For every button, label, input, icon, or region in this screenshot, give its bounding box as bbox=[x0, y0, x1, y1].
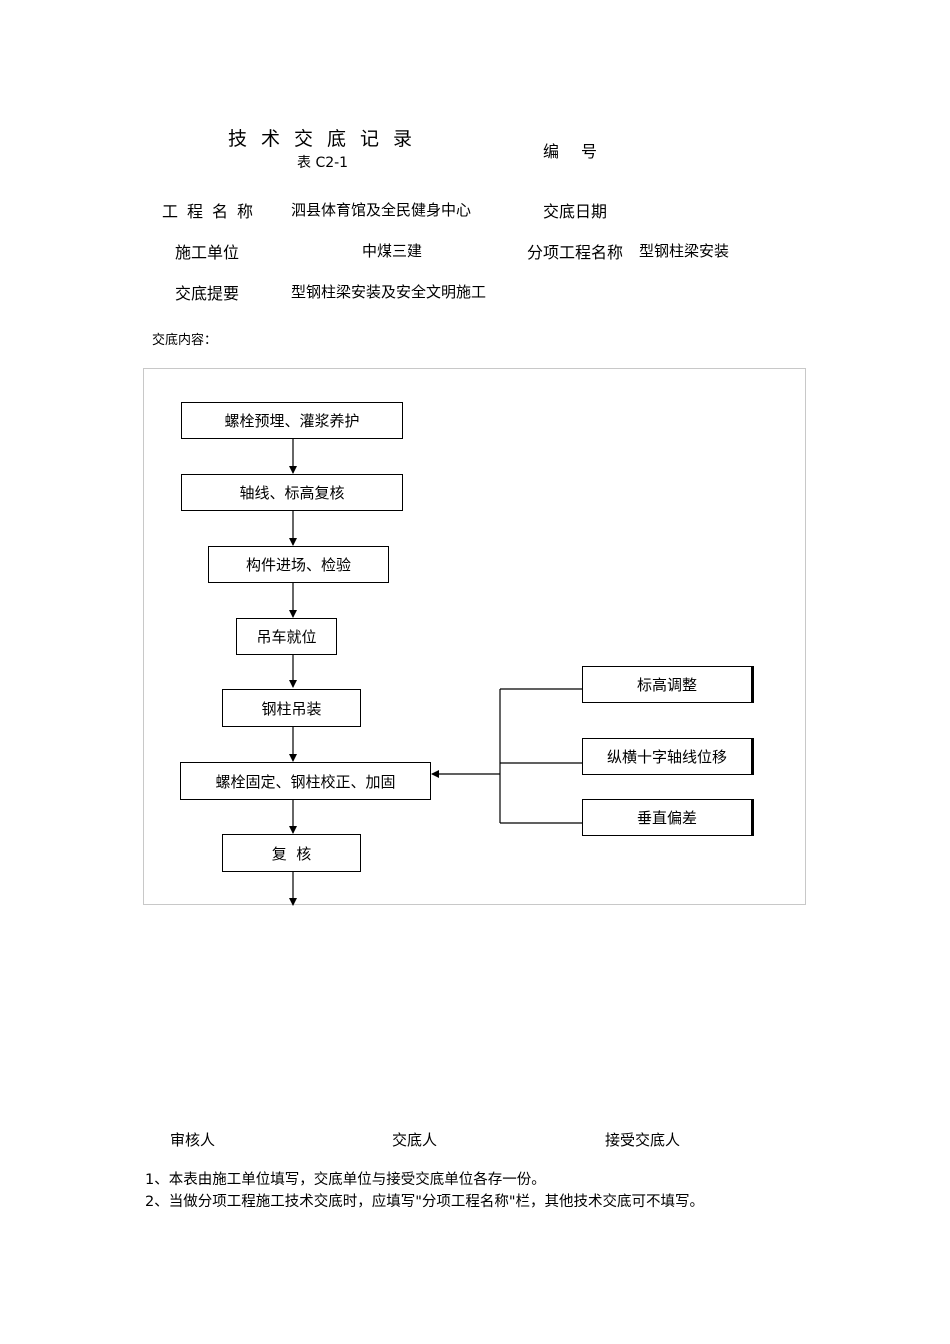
flow-step-label: 螺栓预埋、灌浆养护 bbox=[224, 412, 360, 430]
document-title: 技术交底记录 bbox=[228, 128, 427, 150]
flowchart-frame: 螺栓预埋、灌浆养护 轴线、标高复核 构件进场、检验 吊车就位 钢柱吊装 螺栓固定… bbox=[143, 368, 806, 906]
flow-step-component-inspection: 构件进场、检验 bbox=[208, 546, 389, 583]
adjust-label: 纵横十字轴线位移 bbox=[606, 748, 727, 766]
sub-project-label: 分项工程名称 bbox=[527, 243, 624, 262]
adjust-label: 垂直偏差 bbox=[636, 809, 697, 827]
adjust-label: 标高调整 bbox=[636, 676, 697, 694]
flow-step-label: 螺栓固定、钢柱校正、加固 bbox=[215, 772, 396, 791]
flow-step-label: 复 核 bbox=[271, 844, 312, 863]
summary-value: 型钢柱梁安装及安全文明施工 bbox=[291, 283, 487, 301]
note-1: 1、本表由施工单位填写，交底单位与接受交底单位各存一份。 bbox=[145, 1172, 546, 1188]
flow-step-label: 构件进场、检验 bbox=[245, 556, 351, 574]
flowchart-connectors bbox=[289, 439, 582, 906]
project-name-label: 工程名称 bbox=[162, 202, 263, 221]
construction-unit-value: 中煤三建 bbox=[362, 242, 423, 260]
discloser-label: 交底人 bbox=[392, 1131, 438, 1149]
serial-number-label: 编号 bbox=[543, 142, 620, 161]
project-name-value: 泗县体育馆及全民健身中心 bbox=[291, 201, 472, 219]
flow-step-label: 轴线、标高复核 bbox=[239, 484, 345, 502]
receiver-label: 接受交底人 bbox=[605, 1131, 681, 1149]
adjust-vertical-deviation-box: 垂直偏差 bbox=[582, 799, 754, 836]
flow-step-label: 吊车就位 bbox=[256, 628, 317, 646]
adjust-elevation-box: 标高调整 bbox=[582, 666, 754, 703]
adjust-axis-displacement-box: 纵横十字轴线位移 bbox=[582, 738, 754, 775]
date-label: 交底日期 bbox=[543, 202, 608, 221]
content-label: 交底内容： bbox=[152, 333, 218, 348]
flow-step-recheck: 复 核 bbox=[222, 834, 361, 872]
construction-unit-label: 施工单位 bbox=[175, 243, 240, 262]
form-number: 表 C2-1 bbox=[297, 155, 349, 171]
note-2: 2、当做分项工程施工技术交底时，应填写"分项工程名称"栏，其他技术交底可不填写。 bbox=[145, 1194, 705, 1210]
summary-label: 交底提要 bbox=[175, 284, 240, 303]
flow-step-axis-check: 轴线、标高复核 bbox=[181, 474, 403, 511]
reviewer-label: 审核人 bbox=[170, 1131, 216, 1149]
flow-step-crane-positioning: 吊车就位 bbox=[236, 618, 337, 655]
flow-step-column-hoisting: 钢柱吊装 bbox=[222, 689, 361, 727]
flow-step-bolt-embedding: 螺栓预埋、灌浆养护 bbox=[181, 402, 403, 439]
flow-step-bolt-fixing-correction: 螺栓固定、钢柱校正、加固 bbox=[180, 762, 431, 800]
flow-step-label: 钢柱吊装 bbox=[261, 699, 322, 718]
sub-project-value: 型钢柱梁安装 bbox=[639, 242, 730, 260]
